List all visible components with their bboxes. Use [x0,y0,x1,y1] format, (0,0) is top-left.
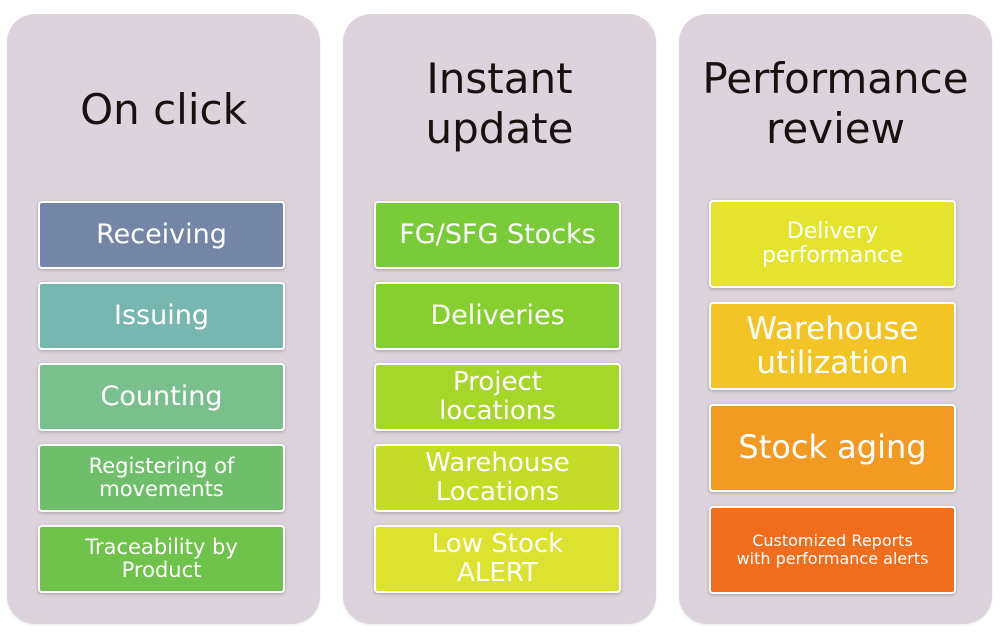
panel-title: Instant update [425,53,574,153]
traceability-box: Traceability by Product [38,525,285,593]
receiving-box: Receiving [38,201,285,269]
on-click-panel: On click Receiving Issuing Counting Regi… [7,14,320,624]
panel-title: Performance review [702,53,969,153]
registering-movements-box: Registering of movements [38,444,285,512]
low-stock-alert-box: Low Stock ALERT [374,525,621,593]
project-locations-box: Project locations [374,363,621,431]
counting-box: Counting [38,363,285,431]
warehouse-locations-box: Warehouse Locations [374,444,621,512]
delivery-performance-box: Delivery performance [709,200,956,288]
stocks-box: FG/SFG Stocks [374,201,621,269]
instant-update-panel: Instant update FG/SFG Stocks Deliveries … [343,14,656,624]
performance-review-panel: Performance review Delivery performance … [679,14,992,624]
stock-aging-box: Stock aging [709,404,956,492]
warehouse-utilization-box: Warehouse utilization [709,302,956,390]
issuing-box: Issuing [38,282,285,350]
panel-title: On click [80,84,247,134]
deliveries-box: Deliveries [374,282,621,350]
customized-reports-box: Customized Reports with performance aler… [709,506,956,594]
